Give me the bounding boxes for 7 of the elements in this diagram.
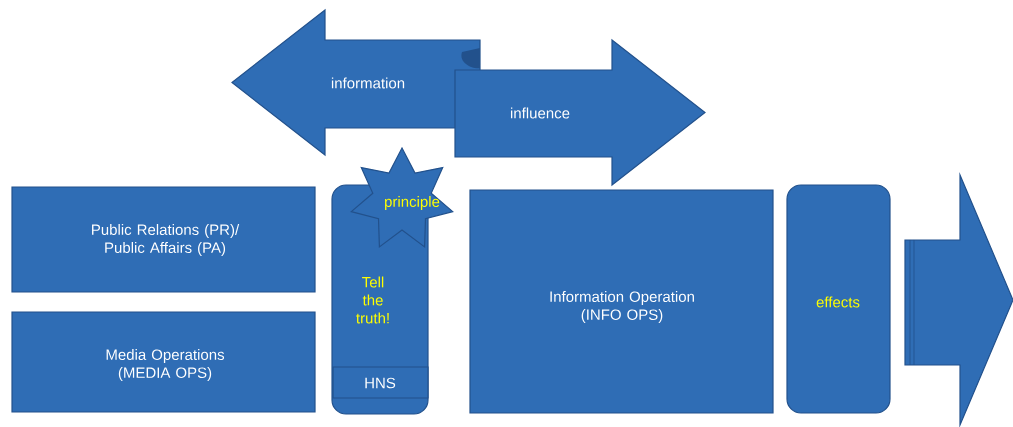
process-box: Public Relations (PR)/ Public Affairs (PA) [11, 186, 316, 293]
node-label: Tell the truth! [356, 276, 389, 324]
process-box: Media Operations (MEDIA OPS) [11, 311, 316, 413]
label-box: HNS [332, 366, 429, 399]
process-box: Information Operation (INFO OPS) [469, 189, 774, 414]
rounded-box: effects [786, 184, 891, 414]
block-arrow [904, 172, 1013, 427]
